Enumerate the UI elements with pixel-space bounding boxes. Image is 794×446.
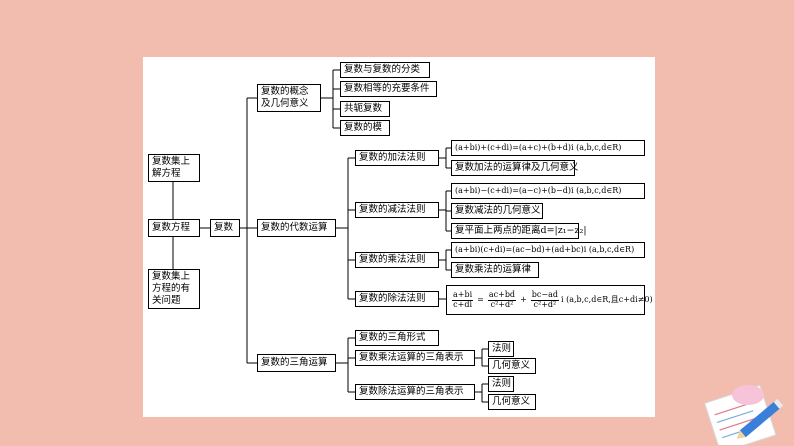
add-rule-label: 复数的加法法则 <box>359 152 426 164</box>
fraction-denominator: c²+d² <box>490 299 514 309</box>
div-rule-box: 复数的除法法则 <box>355 291 439 307</box>
trig-mul-box: 复数乘法运算的三角表示 <box>355 350 475 366</box>
trig-div-box: 复数除法运算的三角表示 <box>355 384 475 400</box>
sub-formula-box: (a+bi)−(c+di)=(a−c)+(b−d)i (a,b,c,d∈R) <box>451 183 645 199</box>
root-left-label: 复数方程 <box>152 222 191 234</box>
trig-div-geometry-label: 几何意义 <box>492 396 531 408</box>
left-bottom-label: 复数集上方程的有关问题 <box>152 271 191 306</box>
concept-label: 复数的概念及几何意义 <box>261 86 309 109</box>
fraction-denominator: c+di <box>453 299 473 309</box>
left-bottom-box: 复数集上方程的有关问题 <box>148 269 200 309</box>
mul-law-box: 复数乘法的运算律 <box>451 262 539 278</box>
left-top-box: 复数集上解方程 <box>148 154 200 182</box>
connector-lines <box>172 69 488 403</box>
fraction-numerator: bc−ad <box>530 290 559 301</box>
trig-div-geometry-box: 几何意义 <box>488 394 536 410</box>
sub-formula-text: (a+bi)−(c+di)=(a−c)+(b−d)i (a,b,c,d∈R) <box>455 186 622 195</box>
concept-item-box: 复数的模 <box>340 120 390 136</box>
mul-formula-box: (a+bi)(c+di)=(ac−bd)+(ad+bc)i (a,b,c,d∈R… <box>451 242 645 258</box>
fraction-numerator: a+bi <box>452 290 474 301</box>
trig-div-rule-box: 法则 <box>488 376 514 392</box>
diagram-panel: 复数集上解方程 复数方程 复数集上方程的有关问题 复数 复数的概念及几何意义 复… <box>143 57 655 417</box>
trig-label: 复数的三角运算 <box>261 357 328 369</box>
concept-item-label: 共轭复数 <box>344 103 383 115</box>
fraction-denominator: c²+d² <box>533 299 557 309</box>
trig-mul-label: 复数乘法运算的三角表示 <box>359 352 464 364</box>
concept-item-label: 复数相等的充要条件 <box>344 83 430 95</box>
add-rule-box: 复数的加法法则 <box>355 150 439 166</box>
div-rule-label: 复数的除法法则 <box>359 293 426 305</box>
sub-geometry-label: 复数减法的几何意义 <box>455 205 541 217</box>
concept-box: 复数的概念及几何意义 <box>257 84 321 112</box>
root-left-box: 复数方程 <box>148 219 200 237</box>
trig-mul-geometry-box: 几何意义 <box>488 358 536 374</box>
algebra-box: 复数的代数运算 <box>257 219 336 237</box>
concept-item-box: 共轭复数 <box>340 101 390 117</box>
mul-law-label: 复数乘法的运算律 <box>455 264 532 276</box>
root-box: 复数 <box>210 219 240 237</box>
trig-mul-rule-box: 法则 <box>488 341 514 357</box>
fraction-numerator: ac+bd <box>487 290 517 301</box>
trig-mul-rule-label: 法则 <box>492 343 512 355</box>
equals-sign: = <box>477 295 484 304</box>
distance-box: 复平面上两点的距离d=|z₁−z₂| <box>451 223 587 239</box>
trig-div-rule-label: 法则 <box>492 378 512 390</box>
concept-item-label: 复数与复数的分类 <box>344 64 421 76</box>
algebra-label: 复数的代数运算 <box>261 222 328 234</box>
trig-box: 复数的三角运算 <box>257 354 336 372</box>
div-formula-tail: i (a,b,c,d∈R,且c+di≠0) <box>560 295 653 304</box>
paper-pencil-icon <box>704 384 784 445</box>
sub-rule-label: 复数的减法法则 <box>359 204 426 216</box>
add-formula-box: (a+bi)+(c+di)=(a+c)+(b+d)i (a,b,c,d∈R) <box>451 140 645 156</box>
mul-rule-box: 复数的乘法法则 <box>355 252 439 268</box>
trig-mul-geometry-label: 几何意义 <box>492 360 531 372</box>
root-label: 复数 <box>214 222 234 234</box>
add-law-box: 复数加法的运算律及几何意义 <box>451 160 579 176</box>
add-formula-text: (a+bi)+(c+di)=(a+c)+(b+d)i (a,b,c,d∈R) <box>455 143 622 152</box>
concept-item-box: 复数相等的充要条件 <box>340 81 437 97</box>
plus-sign: + <box>520 295 527 304</box>
concept-item-box: 复数与复数的分类 <box>340 62 430 78</box>
concept-item-label: 复数的模 <box>344 122 383 134</box>
sub-rule-box: 复数的减法法则 <box>355 202 439 218</box>
trig-div-label: 复数除法运算的三角表示 <box>359 386 464 398</box>
left-top-label: 复数集上解方程 <box>152 156 191 179</box>
distance-label: 复平面上两点的距离d=|z₁−z₂| <box>455 225 587 237</box>
mul-formula-text: (a+bi)(c+di)=(ac−bd)+(ad+bc)i (a,b,c,d∈R… <box>455 245 635 254</box>
add-law-label: 复数加法的运算律及几何意义 <box>455 162 579 174</box>
trig-form-box: 复数的三角形式 <box>355 330 439 346</box>
mul-rule-label: 复数的乘法法则 <box>359 254 426 266</box>
sub-geometry-box: 复数减法的几何意义 <box>451 203 543 219</box>
trig-form-label: 复数的三角形式 <box>359 332 426 344</box>
